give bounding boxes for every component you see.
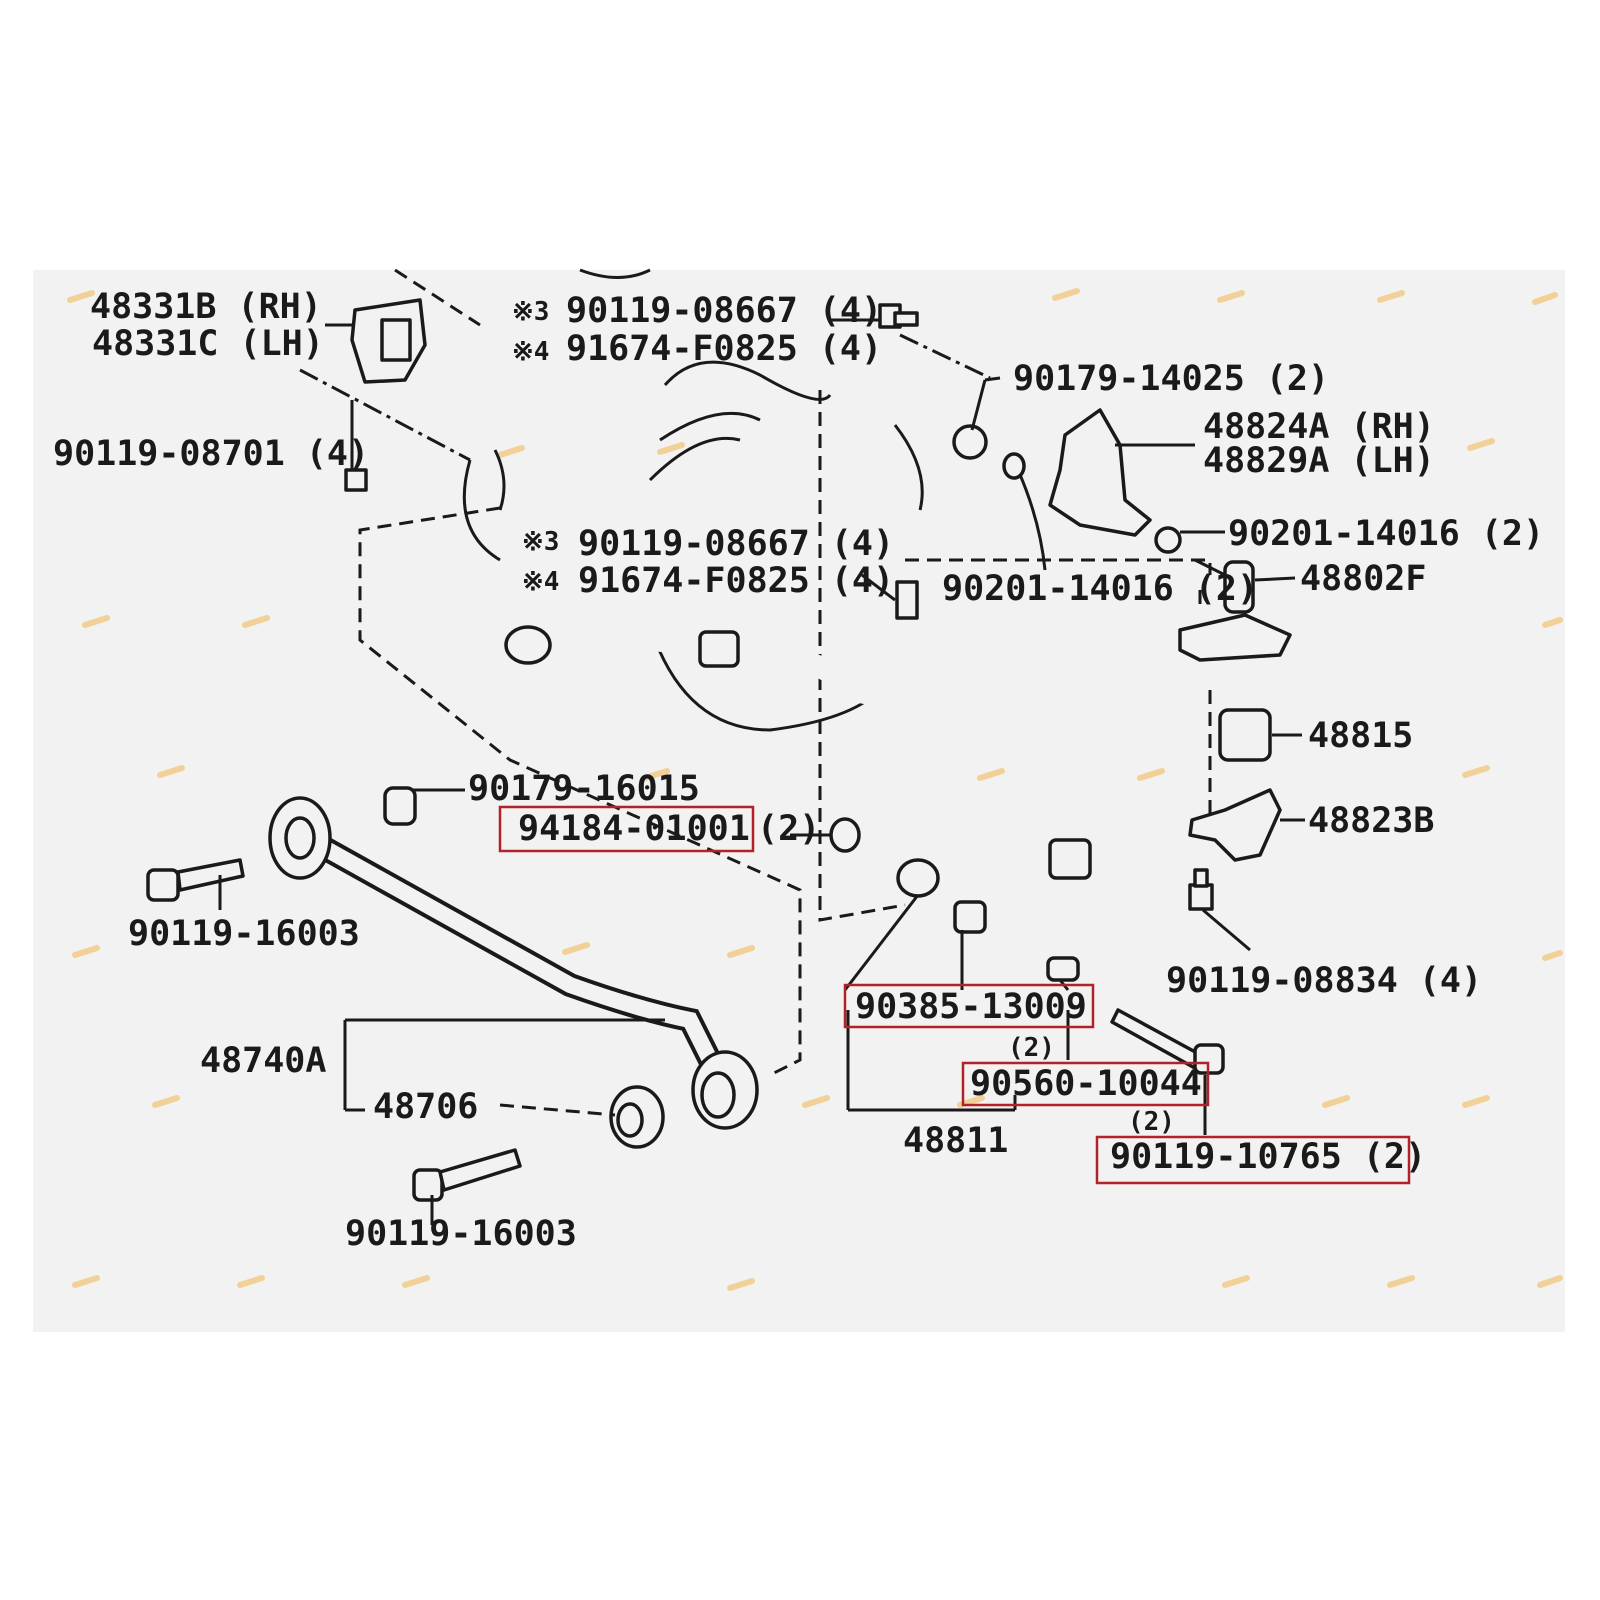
label-90560-qty: (2) bbox=[1128, 1107, 1175, 1137]
label-90119-08701: 90119-08701 (4) bbox=[53, 434, 369, 474]
highlight-box-90119-10765 bbox=[1095, 1135, 1411, 1185]
label-90179-14025: 90179-14025 (2) bbox=[1013, 359, 1329, 399]
label-94184-qty: (2) bbox=[757, 809, 820, 849]
label-48331c: 48331C (LH) bbox=[92, 324, 324, 364]
label-48331b: 48331B (RH) bbox=[90, 287, 322, 327]
highlight-box-94184-01001 bbox=[498, 805, 755, 853]
label-90385-qty: (2) bbox=[1008, 1033, 1055, 1063]
watermark-pattern bbox=[67, 288, 1563, 1291]
label-48802f: 48802F bbox=[1300, 559, 1426, 599]
label-90119-10765: 90119-10765 (2) bbox=[1110, 1137, 1426, 1177]
label-48740a: 48740A bbox=[200, 1041, 326, 1081]
frame-outline bbox=[299, 268, 1212, 1077]
label-90119-16003-left: 90119-16003 bbox=[128, 914, 360, 954]
label-48811: 48811 bbox=[903, 1121, 1008, 1161]
label-90119-08667-top: 90119-08667 (4) bbox=[566, 291, 882, 331]
label-prefix-3-top: ※3 bbox=[512, 297, 549, 327]
label-90119-08667-mid: 90119-08667 (4) bbox=[578, 524, 894, 564]
label-90119-16003-bottom: 90119-16003 bbox=[345, 1214, 577, 1254]
label-90560-10044: 90560-10044 bbox=[970, 1064, 1202, 1104]
label-48824a: 48824A (RH) bbox=[1203, 407, 1435, 447]
label-48823b: 48823B bbox=[1308, 801, 1434, 841]
label-prefix-3-mid: ※3 bbox=[522, 527, 559, 557]
highlight-boxes bbox=[498, 805, 1411, 1185]
label-prefix-4-mid: ※4 bbox=[522, 567, 559, 597]
label-90179-16015: 90179-16015 bbox=[468, 769, 700, 809]
lateral-control-rod bbox=[268, 796, 759, 1149]
label-48815: 48815 bbox=[1308, 716, 1413, 756]
highlight-box-90560-10044 bbox=[961, 1061, 1210, 1107]
callout-labels: 48331B (RH) 48331C (LH) ※3 90119-08667 (… bbox=[53, 287, 1544, 1254]
highlight-box-90385-13009 bbox=[843, 983, 1095, 1029]
label-prefix-4-top: ※4 bbox=[512, 337, 549, 367]
label-90119-08834: 90119-08834 (4) bbox=[1166, 961, 1482, 1001]
label-91674-f0825-mid: 91674-F0825 (4) bbox=[578, 561, 894, 601]
label-90385-13009: 90385-13009 bbox=[855, 987, 1087, 1027]
hardware-parts bbox=[146, 298, 1292, 1202]
label-48706: 48706 bbox=[373, 1087, 478, 1127]
label-90201-14016-mid: 90201-14016 (2) bbox=[942, 569, 1258, 609]
stabilizer-bar bbox=[504, 615, 1104, 898]
label-91674-f0825-top: 91674-F0825 (4) bbox=[566, 329, 882, 369]
label-48829a: 48829A (LH) bbox=[1203, 441, 1435, 481]
label-90201-14016-right: 90201-14016 (2) bbox=[1228, 514, 1544, 554]
label-94184-01001: 94184-01001 bbox=[518, 809, 750, 849]
